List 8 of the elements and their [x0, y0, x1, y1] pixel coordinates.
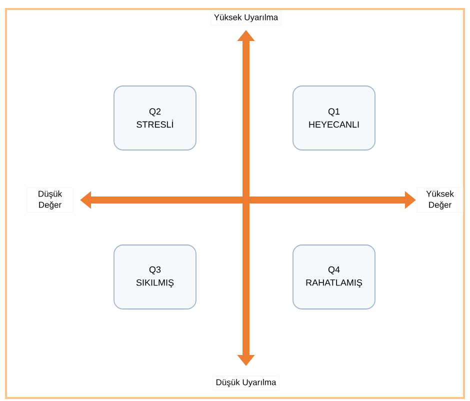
quadrant-box: Q3 SIKILMIŞ	[114, 244, 196, 310]
quadrant-box: Q4 RAHATLAMIŞ	[292, 244, 376, 310]
axis-label: Yüksek Değer	[416, 187, 464, 213]
axis-label: Düşük Değer	[26, 187, 74, 213]
axis-label: Yüksek Uyarılma	[210, 10, 282, 26]
axis-label: Düşük Uyarılma	[212, 376, 280, 390]
quadrant-box: Q1 HEYECANLI	[292, 86, 376, 150]
quadrant-box: Q2 STRESLİ	[114, 86, 196, 150]
